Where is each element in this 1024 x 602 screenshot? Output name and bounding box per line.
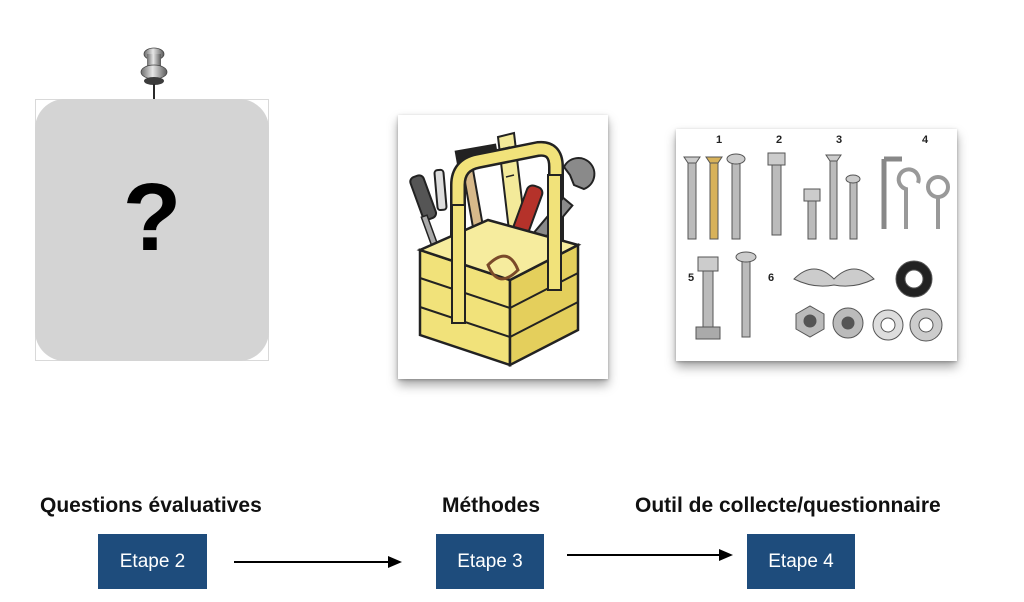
question-card [35,99,269,361]
arrow-step-2-to-3 [234,556,402,568]
step-box-4: Etape 4 [747,534,855,589]
hardware-image: 1 2 3 4 5 6 [676,129,957,361]
arrow-step-3-to-4 [567,549,733,561]
step-box-2: Etape 2 [98,534,207,589]
heading-tool: Outil de collecte/questionnaire [635,494,941,517]
toolbox-image [398,115,608,379]
hardware-label-2: 2 [776,134,782,146]
toolbox-icon [409,131,596,368]
heading-methods: Méthodes [442,494,541,517]
screws-and-bolts-icon: 1 2 3 4 5 6 [683,134,950,342]
heading-questions: Questions évaluatives [40,494,262,517]
step-box-3: Etape 3 [436,534,544,589]
hardware-label-3: 3 [836,134,842,146]
question-mark: ? [122,164,182,271]
hardware-label-1: 1 [716,134,722,146]
pushpin-icon [140,47,168,100]
hardware-label-6: 6 [768,272,774,284]
hardware-label-4: 4 [922,134,929,146]
hardware-label-5: 5 [688,272,694,284]
